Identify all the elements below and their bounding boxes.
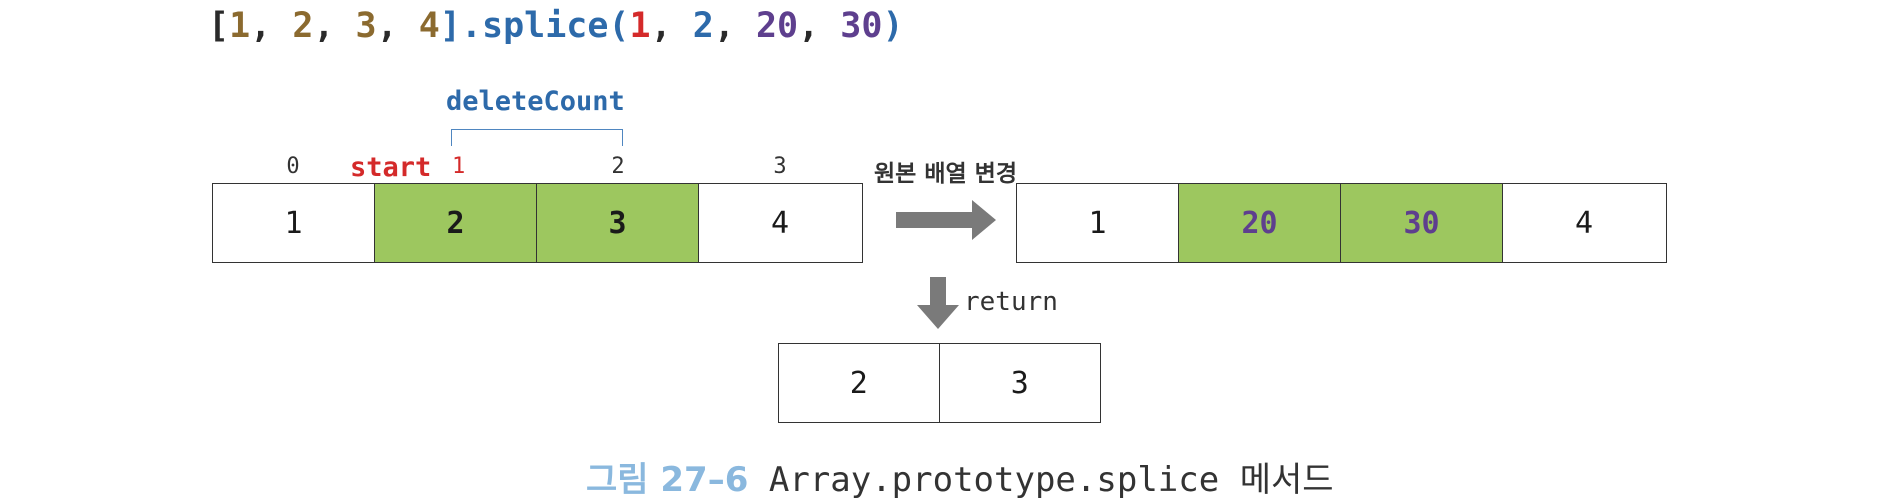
- change-original-label: 원본 배열 변경: [874, 161, 1017, 187]
- caption-code: Array.prototype.splice: [768, 460, 1220, 500]
- index-0: 0: [286, 154, 300, 179]
- code-element-4: 4: [418, 6, 440, 46]
- arrow-down-icon: [917, 277, 959, 329]
- original-cell-2: 3: [537, 184, 699, 262]
- original-cell-1: 2: [375, 184, 537, 262]
- code-expression: [1, 2, 3, 4].splice(1, 2, 20, 30): [208, 6, 904, 46]
- code-arg-start: 1: [629, 6, 651, 46]
- result-cell-1: 20: [1179, 184, 1341, 262]
- returned-cell-0: 2: [779, 344, 940, 422]
- result-cell-2: 30: [1341, 184, 1503, 262]
- index-2: 2: [611, 154, 625, 179]
- result-cell-0: 1: [1017, 184, 1179, 262]
- code-arg-item-1: 20: [755, 6, 799, 46]
- return-label: return: [964, 287, 1058, 317]
- code-arg-item-2: 30: [840, 6, 883, 46]
- result-cell-3: 4: [1574, 205, 1594, 241]
- returned-cell-1: 3: [1010, 365, 1029, 401]
- code-element-3: 3: [355, 6, 377, 46]
- caption-prefix: 그림 27–6: [586, 460, 749, 500]
- original-cell-3: 4: [770, 205, 790, 241]
- code-method: ].splice(: [439, 6, 630, 46]
- code-arg-delete-count: 2: [692, 6, 714, 46]
- delete-count-label: deleteCount: [446, 86, 625, 117]
- original-array: 1 2 3 4: [212, 183, 863, 263]
- index-1: 1: [452, 154, 466, 179]
- code-element-1: 1: [229, 6, 251, 46]
- result-array: 1 20 30 4: [1016, 183, 1667, 263]
- returned-array: 2 3: [778, 343, 1101, 423]
- arrow-right-icon: [896, 200, 996, 240]
- figure-caption: 그림 27–6 Array.prototype.splice 메서드: [586, 452, 1334, 501]
- caption-suffix: 메서드: [1239, 460, 1334, 500]
- code-element-2: 2: [292, 6, 314, 46]
- original-cell-0: 1: [213, 184, 375, 262]
- delete-count-bracket: [451, 129, 623, 146]
- index-3: 3: [773, 154, 787, 179]
- start-label: start: [350, 152, 432, 183]
